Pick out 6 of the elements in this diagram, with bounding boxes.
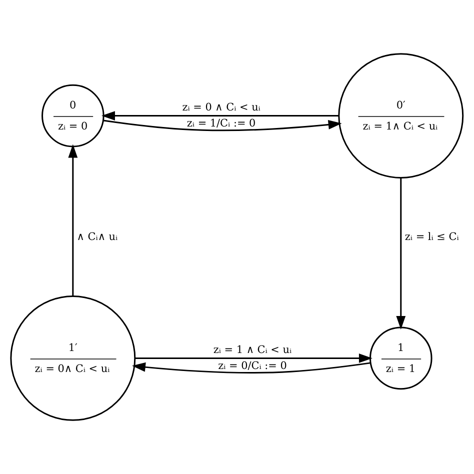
- edge-label: zᵢ = 0/Cᵢ := 0: [218, 360, 287, 372]
- edge-label: zᵢ = 1/Cᵢ := 0: [186, 117, 256, 130]
- edge-label: zᵢ = 0 ∧ Cᵢ < uᵢ: [182, 102, 260, 114]
- edge-label: zᵢ = 1 ∧ Cᵢ < uᵢ: [213, 344, 292, 356]
- edge-label: zᵢ = lᵢ ≤ Cᵢ: [404, 230, 459, 243]
- edge-label: ∧ Cᵢ∧ uᵢ: [76, 230, 118, 243]
